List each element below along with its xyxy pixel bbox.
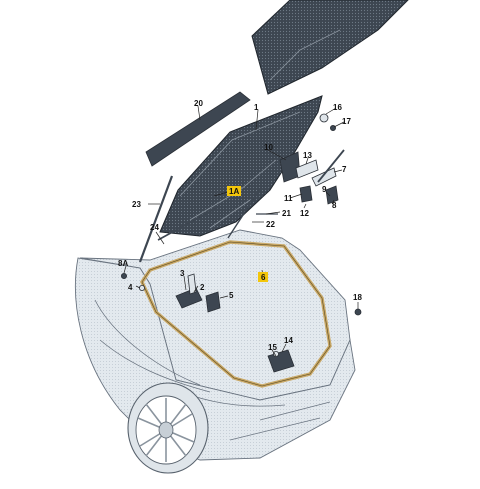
callout-7: 7 [342,165,347,174]
callout-5: 5 [229,291,234,300]
fastener-16 [319,113,336,132]
callout-12: 12 [300,209,309,218]
callout-1A: 1A [229,187,239,196]
callout-9: 9 [322,185,327,194]
callout-1: 1 [254,103,259,112]
callout-17: 17 [342,117,351,126]
callout-15: 15 [268,343,277,352]
callout-labels: 20 1 16 17 10 13 7 1A 11 9 8 21 12 23 22… [118,99,362,352]
callout-11: 11 [284,194,293,203]
callout-24: 24 [150,223,159,232]
lock-cover-5 [205,291,221,313]
upper-panel [251,0,409,95]
callout-1A-highlight [227,186,241,196]
stay-rod [157,205,221,241]
callout-13: 13 [303,151,312,160]
callout-6: 6 [261,273,266,282]
callout-23: 23 [132,200,141,209]
lock-unit-3-2 [175,273,203,309]
callout-4: 4 [128,283,133,292]
callout-8A: 8A [118,259,128,268]
callout-3: 3 [180,269,185,278]
clip-8A [121,272,128,279]
bolt-4 [138,284,145,291]
rear-wheel [127,382,209,474]
callout-22: 22 [266,220,275,229]
callout-2: 2 [200,283,205,292]
callout-6-highlight [258,272,268,282]
callout-18: 18 [353,293,362,302]
callout-20: 20 [194,99,203,108]
catch-14-15 [267,349,295,373]
callout-21: 21 [282,209,291,218]
callout-14: 14 [284,336,293,345]
buffer-18 [354,308,362,316]
callout-16: 16 [333,103,342,112]
callout-8: 8 [332,201,337,210]
gas-strut [138,175,174,263]
callout-10: 10 [264,143,273,152]
spoiler-strip [145,91,251,167]
